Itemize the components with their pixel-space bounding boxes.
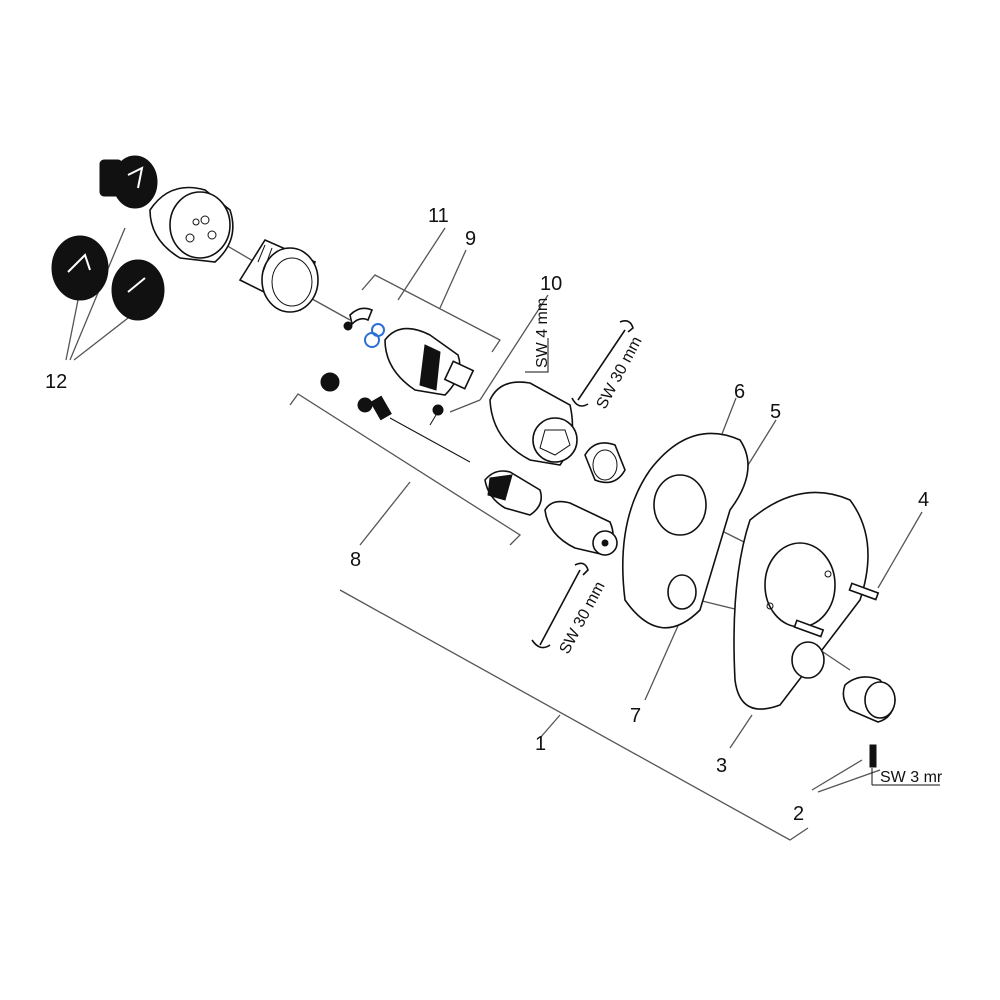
tool-label-sw30-bottom: SW 30 mm (557, 579, 609, 657)
handle-body (149, 186, 234, 263)
gasket-outline (622, 432, 749, 629)
tool-label-sw30-top: SW 30 mm (594, 334, 646, 412)
screw-small (429, 404, 444, 426)
threaded-sleeve (238, 238, 319, 313)
wrench-bottom-icon (531, 562, 589, 649)
wrench-top-icon (571, 320, 634, 407)
tool-label-sw3: SW 3 mr (880, 769, 943, 786)
housing-cylinder (489, 381, 578, 466)
callout-1: 1 (535, 733, 546, 755)
cover-screws (793, 582, 880, 638)
hex-key-4mm-icon (525, 338, 549, 373)
handle-caps (51, 155, 165, 321)
stop-knob (842, 676, 896, 768)
stopcock-body (544, 500, 618, 556)
tool-label-sw4: SW 4 mm (534, 298, 551, 368)
ring-bushing (584, 442, 626, 484)
callout-8: 8 (350, 549, 361, 571)
cartridge-assembly (343, 307, 475, 396)
callout-12: 12 (45, 371, 67, 393)
callout-7: 7 (630, 705, 641, 727)
callout-2: 2 (793, 803, 804, 825)
callout-10: 10 (540, 273, 562, 295)
callout-11: 11 (428, 205, 449, 227)
thermostat-parts (320, 372, 543, 516)
callout-9: 9 (465, 228, 476, 250)
hex-key-3mm-icon (871, 768, 940, 786)
cover-plate (733, 491, 869, 710)
callout-5: 5 (770, 401, 781, 423)
callout-6: 6 (734, 381, 745, 403)
callout-3: 3 (716, 755, 727, 777)
callout-4: 4 (918, 489, 929, 511)
